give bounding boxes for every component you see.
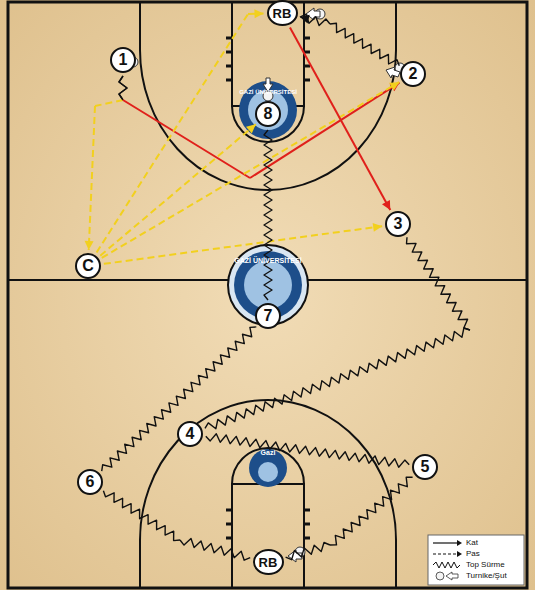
player-number: 4 bbox=[186, 426, 195, 442]
legend-sample bbox=[433, 540, 462, 580]
player-number: 6 bbox=[86, 474, 95, 490]
play-line bbox=[103, 491, 250, 561]
player-circle: 8 bbox=[255, 101, 281, 127]
play-line bbox=[300, 14, 399, 65]
play-line bbox=[97, 9, 264, 252]
logo-text: Gazi bbox=[261, 449, 276, 456]
player-number: 3 bbox=[394, 216, 403, 232]
logo-text: GAZİ ÜNİVERSİTESİ bbox=[234, 257, 301, 264]
player-number: C bbox=[82, 258, 94, 274]
play-line bbox=[205, 237, 470, 429]
play-line bbox=[206, 434, 409, 468]
player-circle: 7 bbox=[255, 303, 281, 329]
play-line bbox=[286, 477, 413, 560]
legend-text: Kat bbox=[466, 539, 478, 547]
player-number: 5 bbox=[421, 459, 430, 475]
player-number: 7 bbox=[264, 308, 273, 324]
player-number: 8 bbox=[264, 106, 273, 122]
play-line bbox=[290, 27, 390, 210]
player-circle: 3 bbox=[385, 211, 411, 237]
player-number: RB bbox=[259, 556, 278, 569]
play-line bbox=[119, 76, 400, 178]
player-number: RB bbox=[273, 7, 292, 20]
player-number: 1 bbox=[119, 52, 128, 68]
player-circle: C bbox=[75, 253, 101, 279]
player-circle: 2 bbox=[400, 61, 426, 87]
player-circle: 6 bbox=[77, 469, 103, 495]
player-circle: 4 bbox=[177, 421, 203, 447]
player-circle: 5 bbox=[412, 454, 438, 480]
play-line bbox=[102, 327, 257, 471]
legend-text: Top Sürme bbox=[466, 561, 505, 569]
play-line bbox=[100, 124, 256, 255]
player-circle: 1 bbox=[110, 47, 136, 73]
legend-text: Turnike/Şut bbox=[466, 572, 507, 580]
logo-text: GAZİ ÜNİVERSİTESİ bbox=[239, 89, 297, 95]
play-line bbox=[104, 223, 382, 264]
play-line bbox=[102, 82, 399, 258]
player-circle: RB bbox=[253, 549, 284, 575]
player-circle: RB bbox=[267, 0, 298, 26]
legend-text: Pas bbox=[466, 550, 480, 558]
play-line bbox=[85, 76, 127, 250]
player-number: 2 bbox=[409, 66, 418, 82]
play-line bbox=[264, 130, 272, 300]
